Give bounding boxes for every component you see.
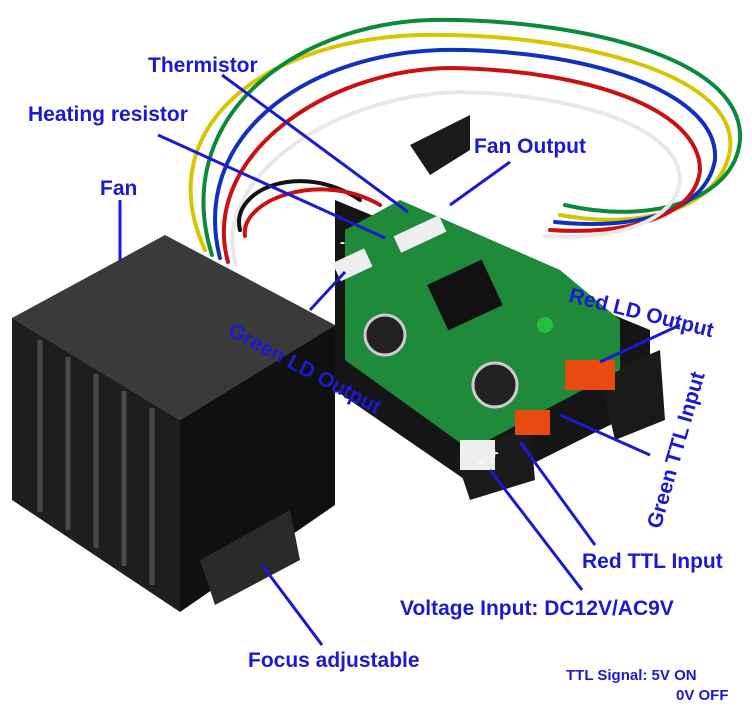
driver-board — [332, 115, 665, 500]
voltage-minus-mark: - — [478, 453, 483, 470]
leader-red-ld-output — [599, 323, 681, 364]
fan-output-minus-mark: - — [420, 179, 425, 196]
label-red-ttl-input: Red TTL Input — [582, 550, 723, 573]
label-focus-adjustable: Focus adjustable — [248, 649, 420, 672]
leader-red-ttl-input — [518, 441, 597, 546]
green-ld-minus-mark: - — [340, 234, 345, 251]
wire-bundle — [188, 17, 743, 267]
voltage-plus-mark: + — [490, 445, 499, 462]
leader-heating-resistor — [157, 133, 386, 240]
laser-heatsink-fan — [12, 235, 335, 612]
label-fan: Fan — [100, 177, 138, 200]
leader-green-ttl-input — [559, 413, 651, 457]
label-voltage-input: Voltage Input: DC12V/AC9V — [400, 597, 674, 620]
leader-thermistor — [221, 73, 409, 214]
leader-voltage-input — [488, 469, 584, 591]
leader-green-ld-output — [308, 270, 347, 312]
leader-focus-adjustable — [260, 564, 324, 646]
label-fan-output: Fan Output — [474, 135, 586, 158]
leader-lines — [118, 73, 681, 646]
label-thermistor: Thermistor — [148, 54, 258, 77]
ttl-signal-line1: TTL Signal: 5V ON — [566, 667, 697, 684]
label-heating-resistor: Heating resistor — [28, 103, 188, 126]
leader-fan-output — [449, 160, 511, 207]
fan-output-plus-mark: + — [402, 187, 411, 204]
green-ld-plus-mark: + — [325, 242, 334, 259]
ttl-signal-line2: 0V OFF — [676, 687, 729, 704]
